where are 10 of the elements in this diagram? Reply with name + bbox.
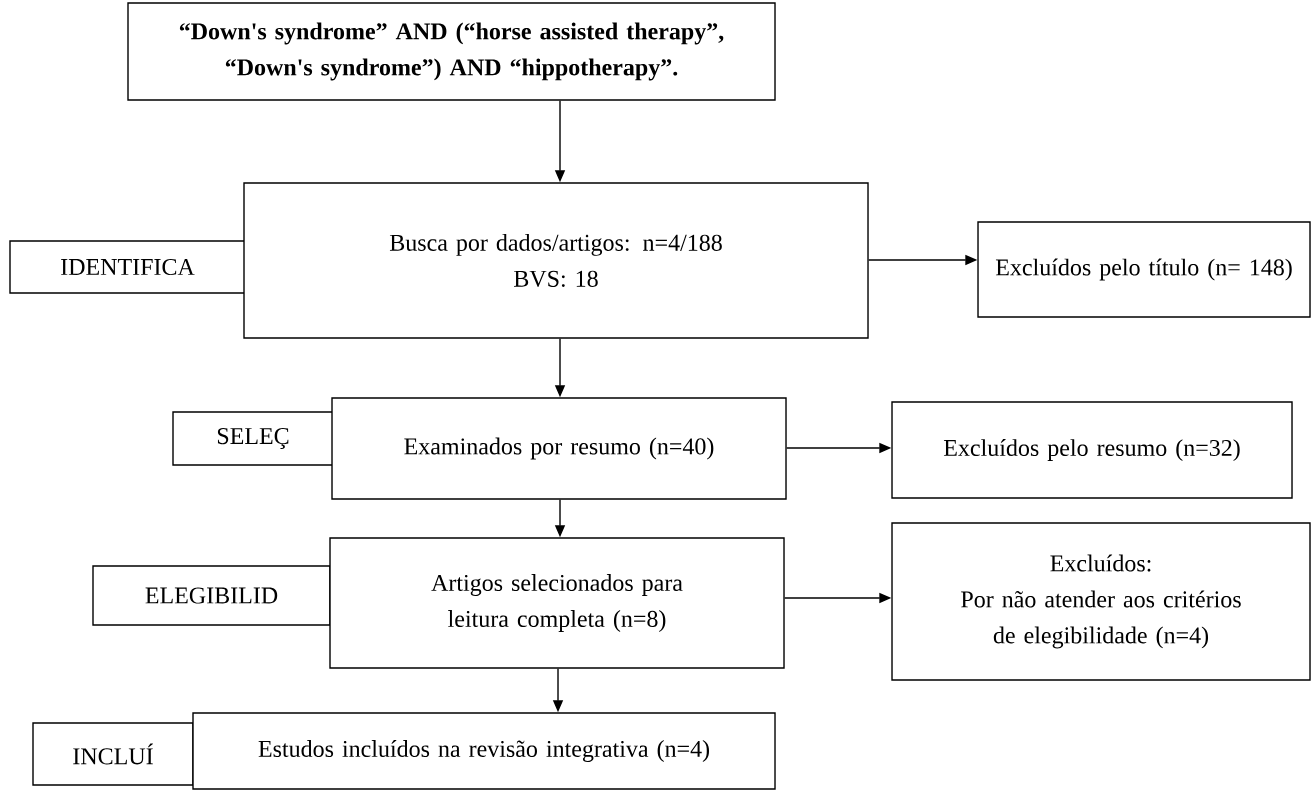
stage-label-box: ELEGIBILID xyxy=(92,565,331,626)
stage-label-box: SELEÇ xyxy=(172,411,334,466)
query-box: “Down's syndrome” AND (“horse assisted therapy”, “Down's syndrome”) AND “hippotherapy”. xyxy=(127,2,776,101)
stage-label-box: INCLUÍ xyxy=(32,722,194,786)
process-box: Busca por dados/artigos: n=4/188 BVS: 18 xyxy=(243,182,869,339)
exclusion-box: Excluídos: Por não atender aos critérios de elegibilidade (n=4) xyxy=(891,522,1311,681)
exclusion-box: Excluídos pelo título (n= 148) xyxy=(977,221,1311,318)
exclusion-box: Excluídos pelo resumo (n=32) xyxy=(891,401,1293,499)
process-box: Artigos selecionados para leitura completa (n=8) xyxy=(329,537,785,669)
stage-label-box: IDENTIFICA xyxy=(9,240,246,294)
